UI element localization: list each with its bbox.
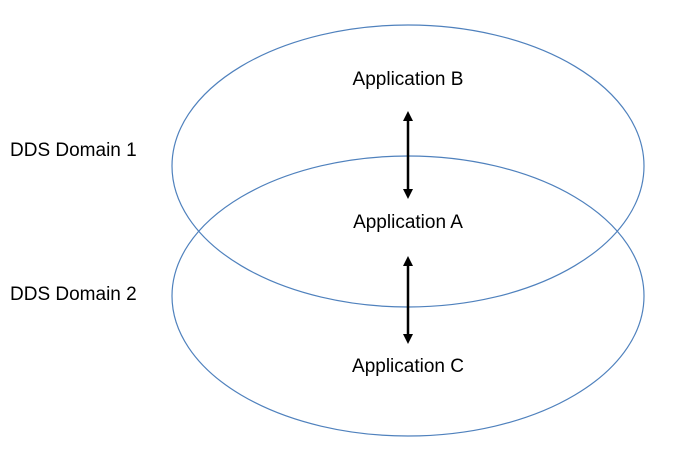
application-a-label: Application A <box>353 212 463 233</box>
domain-2-label: DDS Domain 2 <box>10 284 137 305</box>
application-b-label: Application B <box>352 69 464 90</box>
application-c-label: Application C <box>352 356 464 377</box>
domain-1-label: DDS Domain 1 <box>10 140 137 161</box>
